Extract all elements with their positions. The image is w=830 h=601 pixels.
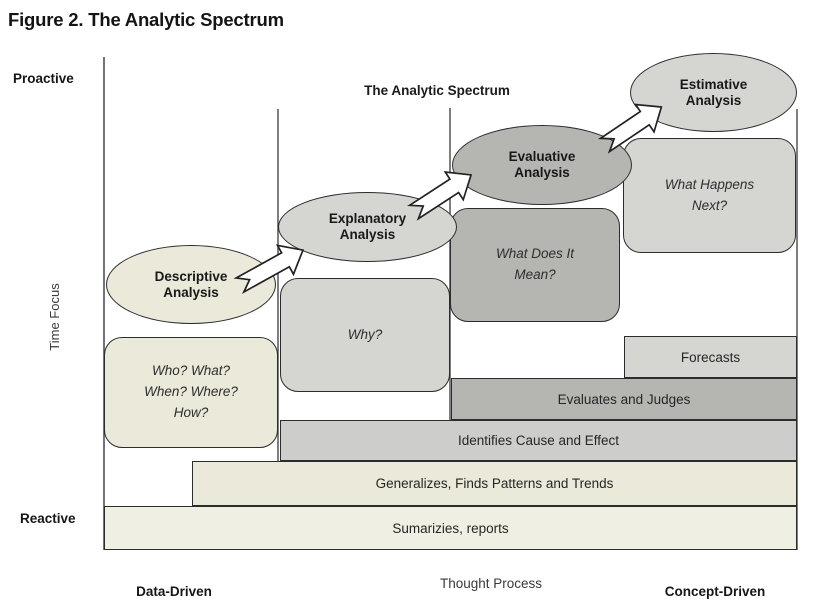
y-axis-bottom-label: Reactive xyxy=(20,511,76,526)
bar-label: Evaluates and Judges xyxy=(557,391,691,407)
x-axis-right-label: Concept-Driven xyxy=(664,584,766,599)
y-axis-top-label: Proactive xyxy=(13,71,74,86)
bar-label: Sumarizies, reports xyxy=(392,520,509,536)
ellipse-estimative-analysis: Estimative Analysis xyxy=(630,53,797,132)
figure-title: Figure 2. The Analytic Spectrum xyxy=(8,9,284,30)
question-label: What Happens Next? xyxy=(664,176,755,213)
bar-summarizes-reports: Sumarizies, reports xyxy=(104,506,797,550)
question-box-why: Why? xyxy=(280,278,450,392)
diagram-title: The Analytic Spectrum xyxy=(364,83,510,98)
question-label: What Does It Mean? xyxy=(495,246,575,282)
y-axis-title: Time Focus xyxy=(47,283,62,351)
ellipse-descriptive-analysis: Descriptive Analysis xyxy=(106,245,276,324)
ellipse-label: Descriptive Analysis xyxy=(154,268,228,300)
bar-evaluates-and-judges: Evaluates and Judges xyxy=(451,378,797,420)
bar-identifies-cause-and-effect: Identifies Cause and Effect xyxy=(280,420,797,461)
bar-generalizes-finds-patterns: Generalizes, Finds Patterns and Trends xyxy=(192,461,797,506)
ellipse-label: Estimative Analysis xyxy=(679,76,748,108)
question-box-what-does-it-mean: What Does It Mean? xyxy=(450,208,620,322)
ellipse-label: Evaluative Analysis xyxy=(508,149,576,180)
bar-forecasts: Forecasts xyxy=(624,336,797,378)
ellipse-explanatory-analysis: Explanatory Analysis xyxy=(278,192,457,262)
x-axis-center-label: Thought Process xyxy=(439,576,543,591)
question-label: Who? What? When? Where? How? xyxy=(144,363,238,420)
bar-label: Generalizes, Finds Patterns and Trends xyxy=(375,476,614,491)
bar-label: Identifies Cause and Effect xyxy=(457,433,620,448)
x-axis-left-label: Data-Driven xyxy=(136,584,212,599)
question-box-who-what: Who? What? When? Where? How? xyxy=(104,337,278,448)
question-label: Why? xyxy=(347,326,383,342)
ellipse-label: Explanatory Analysis xyxy=(328,211,407,242)
bar-label: Forecasts xyxy=(680,349,741,365)
ellipse-evaluative-analysis: Evaluative Analysis xyxy=(452,125,632,205)
question-box-what-happens-next: What Happens Next? xyxy=(623,138,796,253)
